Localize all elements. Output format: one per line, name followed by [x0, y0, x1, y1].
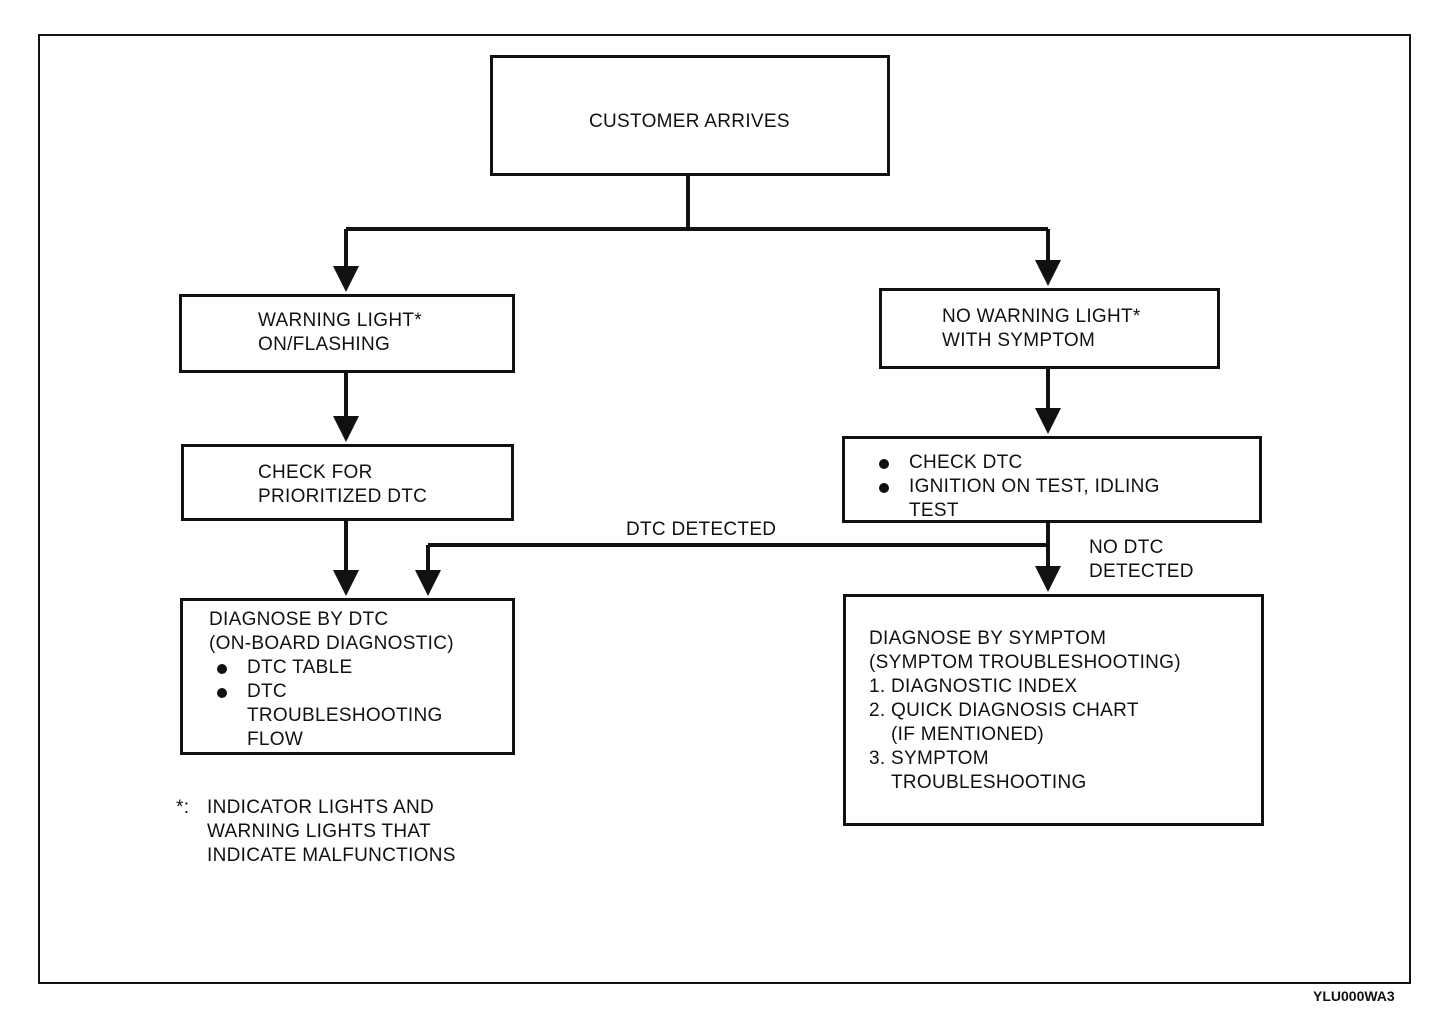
- arrowhead-to-diagnose-dtc: [333, 570, 359, 596]
- arrowhead-to-check-prioritized: [333, 416, 359, 442]
- figure-code: YLU000WA3: [1313, 988, 1395, 1004]
- node-customer-arrives: CUSTOMER ARRIVES: [490, 55, 890, 176]
- footnote-line1: INDICATOR LIGHTS AND: [207, 797, 434, 818]
- edge-label-no-dtc-line2: DETECTED: [1089, 561, 1194, 582]
- arrowhead-to-check-dtc: [1035, 408, 1061, 434]
- node-customer-arrives-label: CUSTOMER ARRIVES: [589, 111, 790, 132]
- diagnose-symptom-item1: 1. DIAGNOSTIC INDEX: [869, 676, 1078, 697]
- diagnose-dtc-bullet-2-line1: DTC: [247, 681, 287, 702]
- node-warning-light-text: WARNING LIGHT* ON/FLASHING: [258, 309, 422, 357]
- arrowhead-to-diagnose-symptom: [1035, 566, 1061, 592]
- no-warning-light-line1: NO WARNING LIGHT*: [942, 306, 1141, 327]
- node-diagnose-by-dtc-text: DIAGNOSE BY DTC (ON-BOARD DIAGNOSTIC) DT…: [209, 608, 454, 752]
- diagnose-dtc-bullet-2-line3: FLOW: [247, 729, 304, 750]
- node-check-dtc-text: CHECK DTC IGNITION ON TEST, IDLING TEST: [879, 451, 1160, 523]
- diagnose-symptom-item2-line2: (IF MENTIONED): [891, 724, 1045, 745]
- node-warning-light: WARNING LIGHT* ON/FLASHING: [179, 294, 515, 373]
- check-dtc-bullet-2-line1: IGNITION ON TEST, IDLING: [909, 476, 1160, 497]
- bullet-dot-icon: [879, 483, 889, 493]
- node-check-prioritized-dtc-text: CHECK FOR PRIORITIZED DTC: [258, 461, 427, 509]
- diagnose-symptom-line1: DIAGNOSE BY SYMPTOM: [869, 628, 1107, 649]
- edge-label-no-dtc-detected: NO DTC DETECTED: [1089, 536, 1194, 584]
- warning-light-line2: ON/FLASHING: [258, 334, 391, 355]
- diagnose-dtc-bullet-1-text: DTC TABLE: [247, 657, 353, 678]
- check-prioritized-line2: PRIORITIZED DTC: [258, 486, 428, 507]
- arrowhead-dtc-detected: [415, 570, 441, 596]
- bullet-dot-icon: [217, 664, 227, 674]
- bullet-dot-icon: [879, 459, 889, 469]
- node-check-prioritized-dtc: CHECK FOR PRIORITIZED DTC: [181, 444, 514, 521]
- arrowhead-to-no-warning: [1035, 260, 1061, 286]
- diagram-frame: [38, 34, 1411, 984]
- diagnose-dtc-line2: (ON-BOARD DIAGNOSTIC): [209, 633, 454, 654]
- arrowhead-to-warning: [333, 266, 359, 292]
- footnote-text: INDICATOR LIGHTS AND WARNING LIGHTS THAT…: [207, 796, 456, 868]
- diagnose-symptom-item3-line2: TROUBLESHOOTING: [891, 772, 1087, 793]
- diagnose-symptom-item2-line1: 2. QUICK DIAGNOSIS CHART: [869, 700, 1139, 721]
- node-no-warning-light: NO WARNING LIGHT* WITH SYMPTOM: [879, 288, 1220, 369]
- diagnose-dtc-line1: DIAGNOSE BY DTC: [209, 609, 389, 630]
- node-diagnose-by-dtc: DIAGNOSE BY DTC (ON-BOARD DIAGNOSTIC) DT…: [180, 598, 515, 755]
- diagnose-dtc-bullet-1: DTC TABLE: [217, 656, 454, 680]
- check-dtc-bullet-2: IGNITION ON TEST, IDLING TEST: [879, 475, 1160, 523]
- edge-label-dtc-detected: DTC DETECTED: [626, 519, 777, 540]
- node-diagnose-by-symptom-text: DIAGNOSE BY SYMPTOM (SYMPTOM TROUBLESHOO…: [869, 627, 1181, 795]
- diagnose-symptom-line2: (SYMPTOM TROUBLESHOOTING): [869, 652, 1181, 673]
- footnote-marker: *:: [176, 797, 190, 818]
- check-dtc-bullet-2-line2: TEST: [909, 500, 959, 521]
- footnote-line3: INDICATE MALFUNCTIONS: [207, 845, 456, 866]
- footnote-line2: WARNING LIGHTS THAT: [207, 821, 431, 842]
- edge-label-no-dtc-line1: NO DTC: [1089, 537, 1164, 558]
- bullet-dot-icon: [217, 688, 227, 698]
- check-prioritized-line1: CHECK FOR: [258, 462, 373, 483]
- diagnose-dtc-bullet-2-line2: TROUBLESHOOTING: [247, 705, 443, 726]
- no-warning-light-line2: WITH SYMPTOM: [942, 330, 1096, 351]
- check-dtc-bullet-1: CHECK DTC: [879, 451, 1160, 475]
- diagnose-symptom-item3-line1: 3. SYMPTOM: [869, 748, 989, 769]
- check-dtc-bullet-1-text: CHECK DTC: [909, 452, 1023, 473]
- node-check-dtc: CHECK DTC IGNITION ON TEST, IDLING TEST: [842, 436, 1262, 523]
- node-no-warning-light-text: NO WARNING LIGHT* WITH SYMPTOM: [942, 305, 1141, 353]
- diagnose-dtc-bullet-2: DTC TROUBLESHOOTING FLOW: [217, 680, 454, 752]
- node-diagnose-by-symptom: DIAGNOSE BY SYMPTOM (SYMPTOM TROUBLESHOO…: [843, 594, 1264, 826]
- warning-light-line1: WARNING LIGHT*: [258, 310, 422, 331]
